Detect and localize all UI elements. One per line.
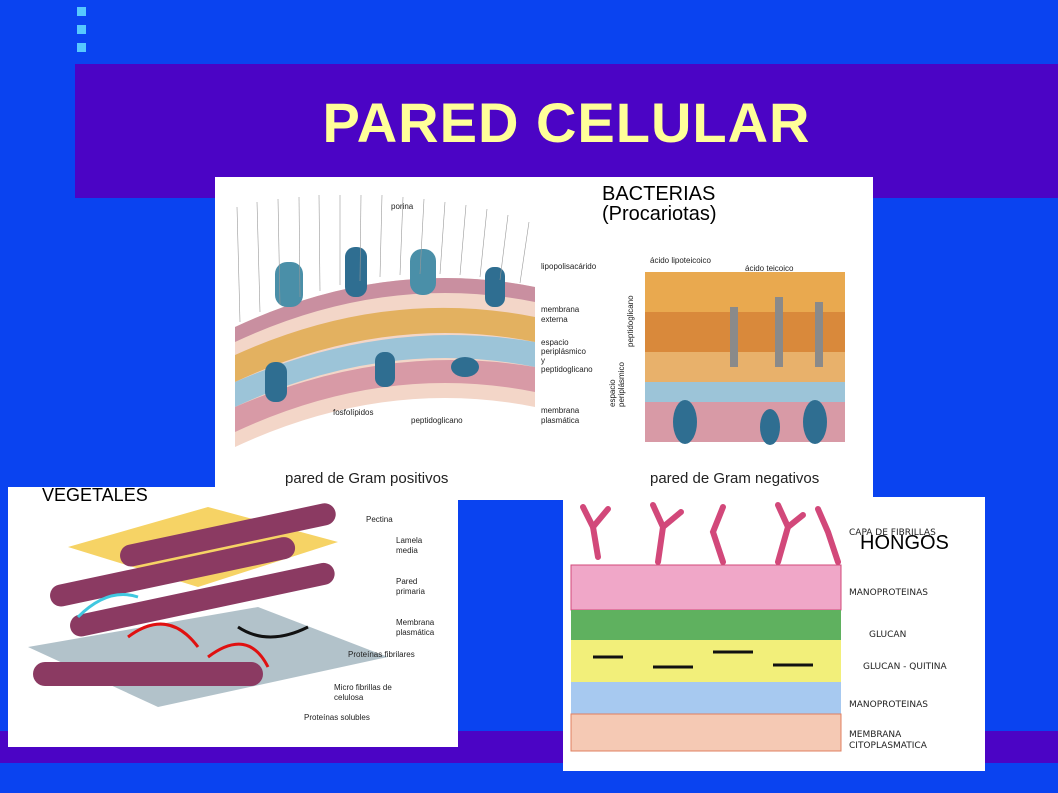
label-microfibrillas-2: celulosa (334, 693, 364, 702)
cellulose-microfibrils (33, 503, 336, 686)
label-pared-1: Pared (396, 577, 417, 586)
label-glucan-quitina: GLUCAN - QUITINA (863, 662, 947, 672)
label-proteinas-fibrilares: Proteínas fibrilares (348, 650, 415, 659)
label-acido-teicoico: ácido teicoico (745, 264, 794, 273)
plant-diagram: Pectina Lamela media Pared primaria Memb… (28, 503, 435, 722)
page-title: PARED CELULAR (322, 91, 811, 154)
label-pared-2: primaria (396, 587, 425, 596)
label-peptidoglicano-vertical: peptidoglicano (626, 295, 635, 347)
label-microfibrillas-1: Micro fibrillas de (334, 683, 392, 692)
label-manoproteinas-2: MANOPROTEINAS (849, 700, 928, 710)
label-membrana-2: plasmática (396, 628, 435, 637)
fungi-cell-wall-image: CAPA DE FIBRILLAS MANOPROTEINAS GLUCAN G… (563, 497, 985, 771)
bacteria-label-line2: (Procariotas) (602, 203, 717, 225)
fibrils-layer (580, 502, 841, 565)
label-espacio-vertical-2: periplásmico (617, 362, 626, 407)
glucan-chitin-marks (593, 650, 813, 669)
gram-negative-wall (645, 272, 845, 445)
label-proteinas-solubles: Proteínas solubles (304, 713, 370, 722)
pectin-fibers (76, 593, 309, 668)
label-membrana-externa-2: externa (541, 315, 568, 324)
label-espacio-3: y (541, 356, 545, 365)
label-porina: porina (391, 202, 414, 211)
decor-square (77, 43, 86, 52)
label-lipopolisacarido: lipopolisacárido (541, 262, 597, 271)
plants-label: VEGETALES (42, 487, 148, 505)
label-membrana-1: Membrana (396, 618, 435, 627)
label-membrana-plasmatica-2: plasmática (541, 416, 580, 425)
label-fosfolipidos: fosfolípidos (333, 408, 373, 417)
title-band: PARED CELULAR (75, 64, 1058, 198)
label-peptidoglicano: peptidoglicano (411, 416, 463, 425)
label-membrana-1: MEMBRANA (849, 730, 902, 740)
label-espacio-vertical-1: espacio (608, 379, 617, 407)
plant-cell-wall-image: Pectina Lamela media Pared primaria Memb… (8, 487, 458, 747)
gram-positive-wall (235, 247, 535, 447)
fungi-label: HONGOS (860, 532, 949, 554)
label-espacio-4: peptidoglicano (541, 365, 593, 374)
label-membrana-externa-1: membrana (541, 305, 580, 314)
label-acido-lipoteicoico: ácido lipoteicoico (650, 256, 711, 265)
label-membrana-plasmatica-1: membrana (541, 406, 580, 415)
bacteria-cell-wall-image: porina lipopolisacárido membrana externa… (215, 177, 873, 500)
bacteria-label-line1: BACTERIAS (602, 183, 716, 205)
label-espacio-2: periplásmico (541, 347, 586, 356)
decor-square (77, 25, 86, 34)
caption-gram-negative: pared de Gram negativos (650, 470, 819, 487)
label-lamela-2: media (396, 546, 418, 555)
label-espacio-1: espacio (541, 338, 569, 347)
label-lamela-1: Lamela (396, 536, 423, 545)
label-pectina: Pectina (366, 515, 393, 524)
label-membrana-2: CITOPLASMATICA (849, 741, 928, 751)
label-manoproteinas-1: MANOPROTEINAS (849, 588, 928, 598)
decor-square (77, 7, 86, 16)
bacteria-diagram: porina lipopolisacárido membrana externa… (235, 194, 845, 487)
label-capa-fibrillas: CAPA DE FIBRILLAS (849, 528, 936, 538)
caption-gram-positive: pared de Gram positivos (285, 470, 448, 487)
fungi-diagram: CAPA DE FIBRILLAS MANOPROTEINAS GLUCAN G… (570, 502, 947, 752)
lipopolysaccharide-hairs (236, 194, 530, 323)
label-glucan: GLUCAN (869, 630, 906, 640)
